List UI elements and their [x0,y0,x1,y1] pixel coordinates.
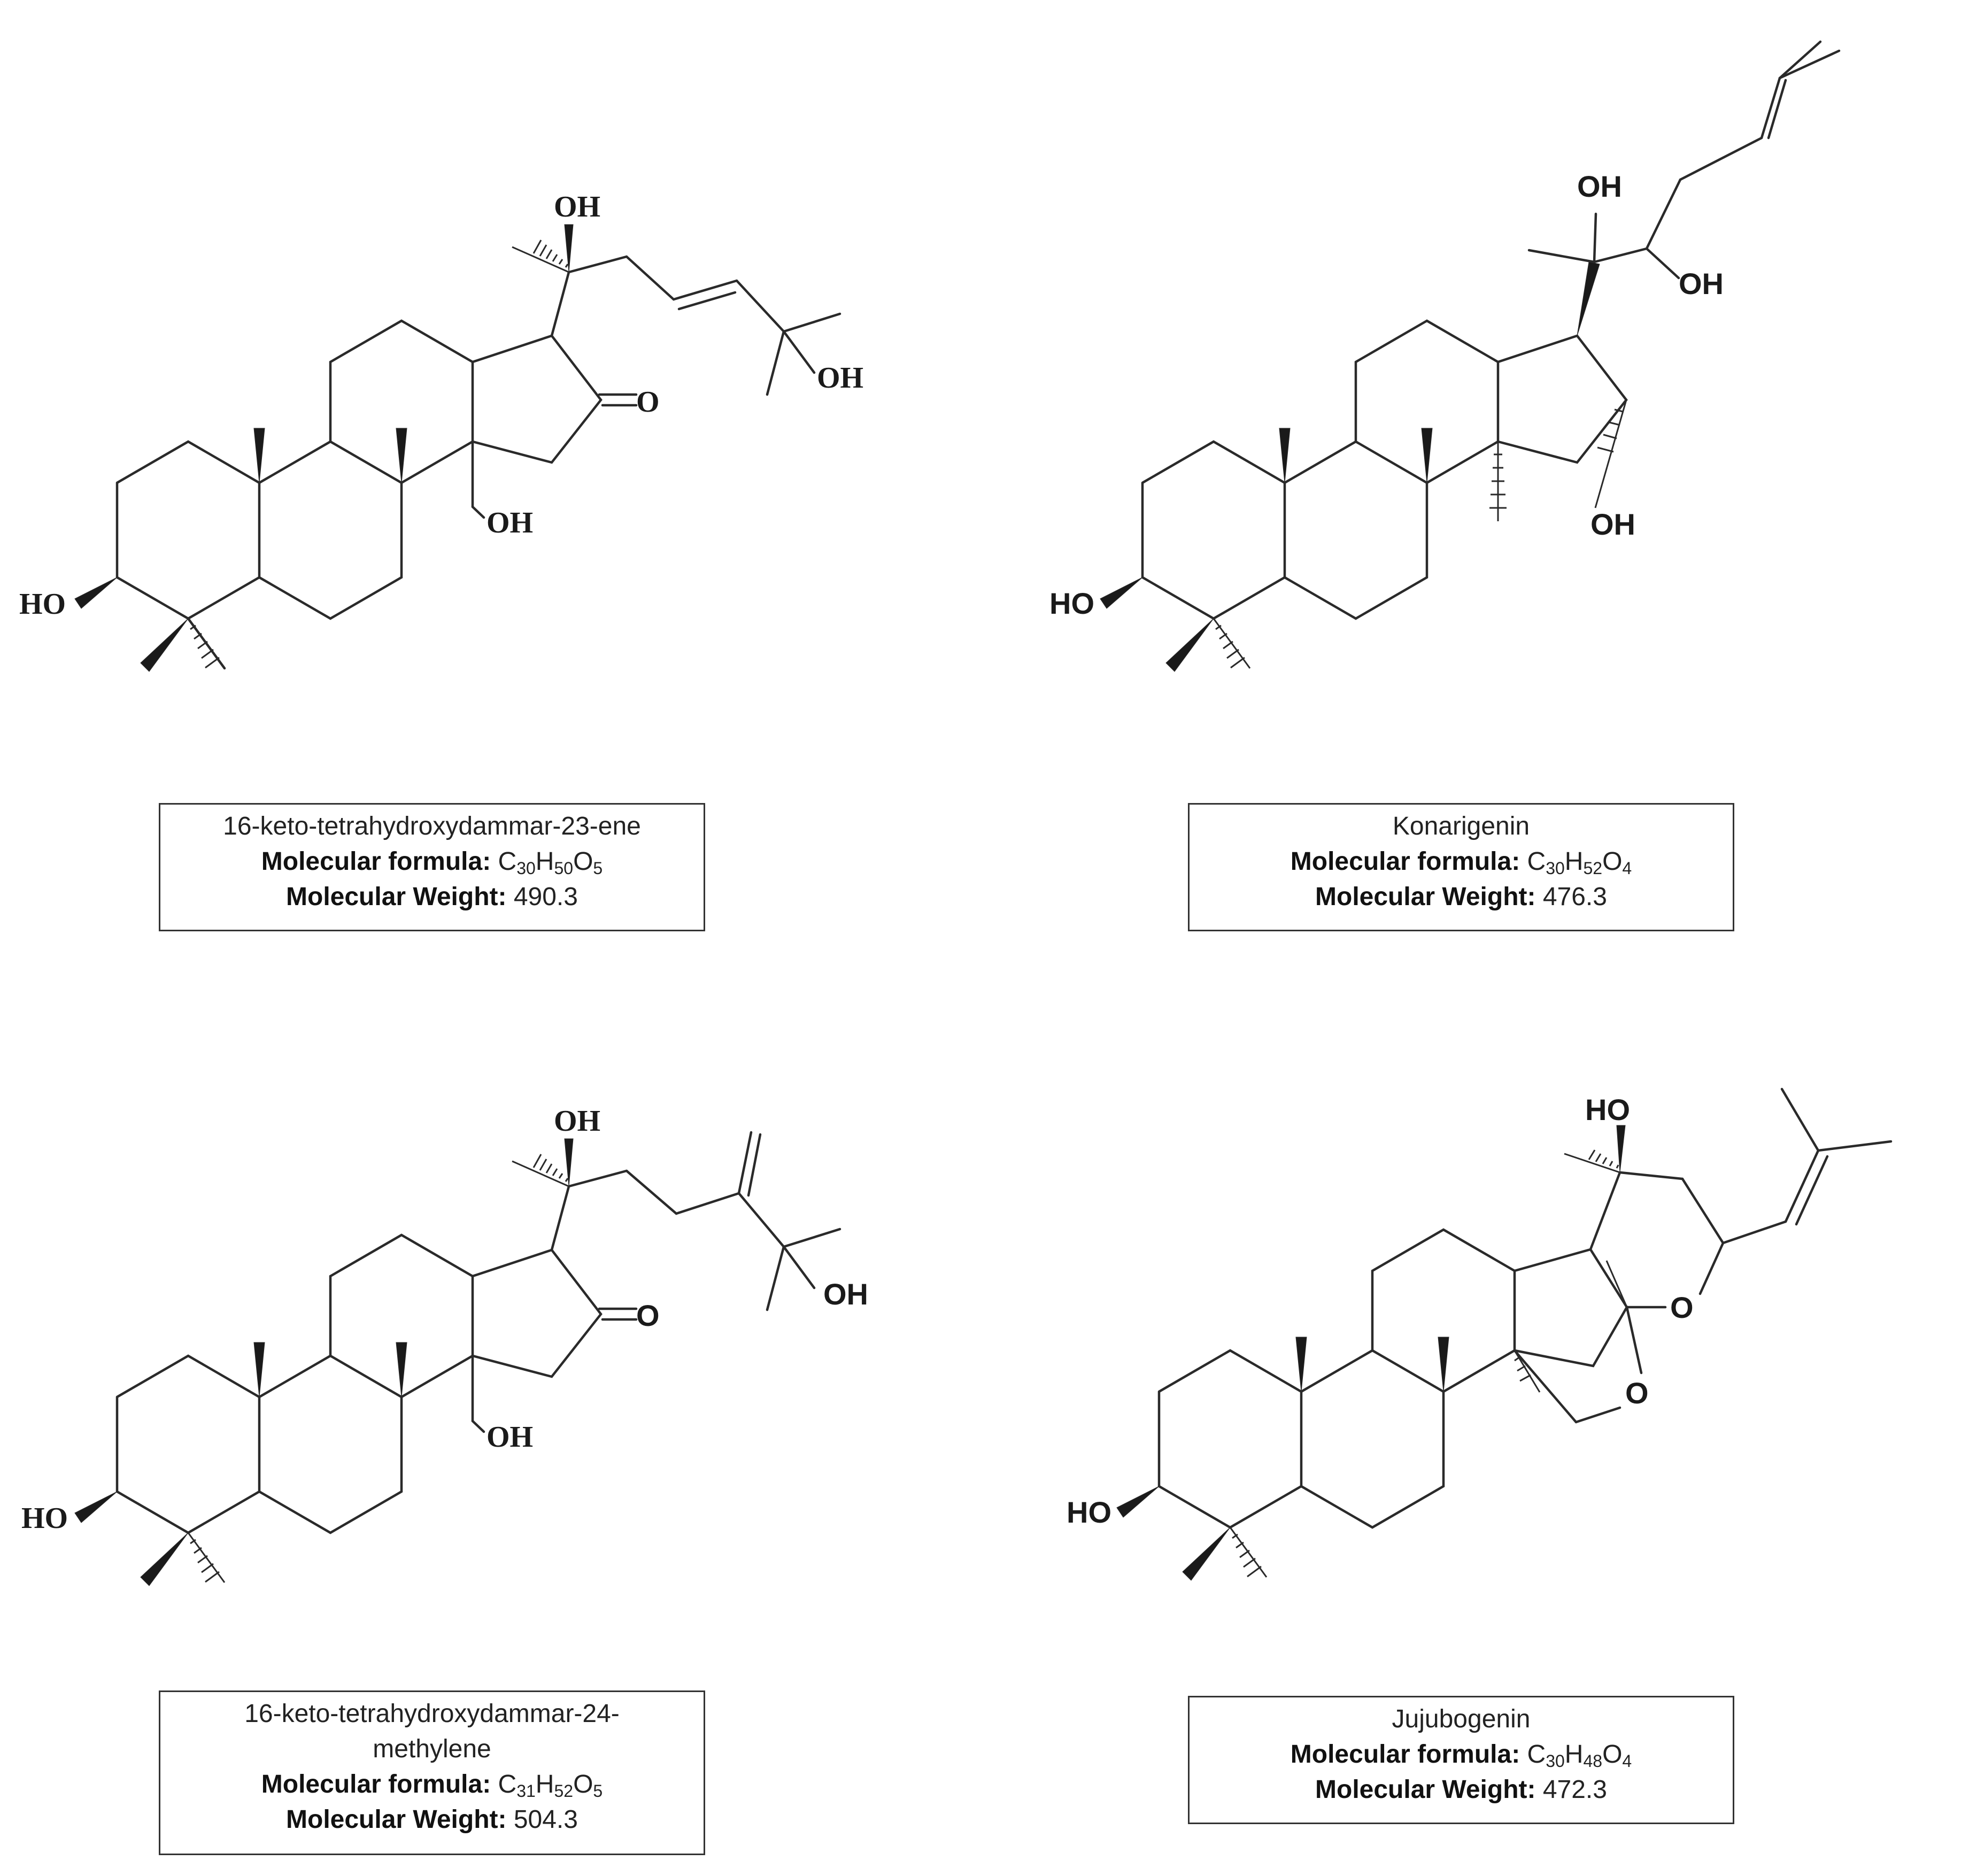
bridge-o-label: O [1625,1376,1649,1410]
caption-compound-4: Jujubogenin Molecular formula: C30H48O4 … [1188,1696,1734,1824]
molecular-formula: C30H48O4 [1527,1740,1632,1771]
compound-name: Jujubogenin [1392,1705,1531,1733]
compound-name: Konarigenin [1392,812,1530,840]
weight-label: Molecular Weight: [1315,883,1536,911]
formula-label: Molecular formula: [261,847,491,876]
oh-14-label: OH [487,506,533,539]
molecular-weight: 472.3 [1542,1775,1607,1804]
formula-subscript: 5 [593,1781,603,1801]
compound-name-line-1: 16-keto-tetrahydroxydammar-24- [244,1700,620,1728]
formula-element: O [573,1770,593,1798]
oh-top-label: OH [554,190,600,223]
weight-label: Molecular Weight: [286,883,507,911]
ho-3-label-2: HO [1049,586,1094,620]
formula-element: H [1564,1740,1584,1769]
ho-3-label: HO [19,588,66,621]
formula-subscript: 31 [516,1781,536,1801]
formula-label: Molecular formula: [261,1770,491,1798]
molecular-weight: 476.3 [1542,883,1607,911]
molecular-formula: C31H52O5 [498,1770,603,1801]
formula-subscript: 30 [1546,1751,1565,1771]
formula-label: Molecular formula: [1290,847,1520,876]
formula-subscript: 30 [1546,859,1565,878]
molecular-weight: 504.3 [513,1805,578,1834]
weight-label: Molecular Weight: [286,1805,507,1834]
formula-element: O [1602,847,1623,876]
formula-element: C [1527,1740,1546,1769]
formula-subscript: 52 [1583,859,1603,878]
ketone-o-label-3: O [636,1299,660,1332]
formula-element: C [498,1770,517,1798]
ho-3-label-4: HO [1067,1495,1111,1529]
ketone-o-label: O [636,385,660,419]
oh-15-label: OH [1590,507,1635,541]
compound-name-line-2: methylene [373,1735,491,1763]
formula-element: O [1602,1740,1623,1769]
oh-14-label-3: OH [487,1420,533,1454]
formula-subscript: 48 [1583,1751,1603,1771]
ho-3-label-3: HO [21,1502,68,1535]
molecular-formula: C30H52O4 [1527,847,1632,878]
molecular-formula: C30H50O5 [498,847,603,878]
formula-element: C [1527,847,1546,876]
formula-element: H [535,847,554,876]
formula-element: H [1564,847,1584,876]
formula-subscript: 5 [593,859,603,878]
formula-subscript: 30 [516,859,536,878]
caption-compound-1: 16-keto-tetrahydroxydammar-23-ene Molecu… [159,803,705,931]
oh-right-label-3: OH [823,1277,868,1311]
formula-subscript: 52 [554,1781,574,1801]
molecular-weight: 490.3 [513,883,578,911]
ho-20-label: HO [1585,1093,1630,1126]
formula-subscript: 4 [1622,1751,1632,1771]
formula-element: H [535,1770,554,1798]
formula-element: C [498,847,517,876]
formula-element: O [573,847,593,876]
caption-compound-2: Konarigenin Molecular formula: C30H52O4 … [1188,803,1734,931]
compound-name: 16-keto-tetrahydroxydammar-23-ene [223,812,641,840]
oh-22-label: OH [1679,267,1724,300]
oh-20-label: OH [1577,169,1622,203]
weight-label: Molecular Weight: [1315,1775,1536,1804]
oh-right-label: OH [817,361,863,395]
ring-o-label: O [1670,1291,1694,1324]
formula-label: Molecular formula: [1290,1740,1520,1769]
oh-top-label-3: OH [554,1105,600,1138]
caption-compound-3: 16-keto-tetrahydroxydammar-24- methylene… [159,1690,705,1855]
formula-subscript: 50 [554,859,574,878]
formula-subscript: 4 [1622,859,1632,878]
